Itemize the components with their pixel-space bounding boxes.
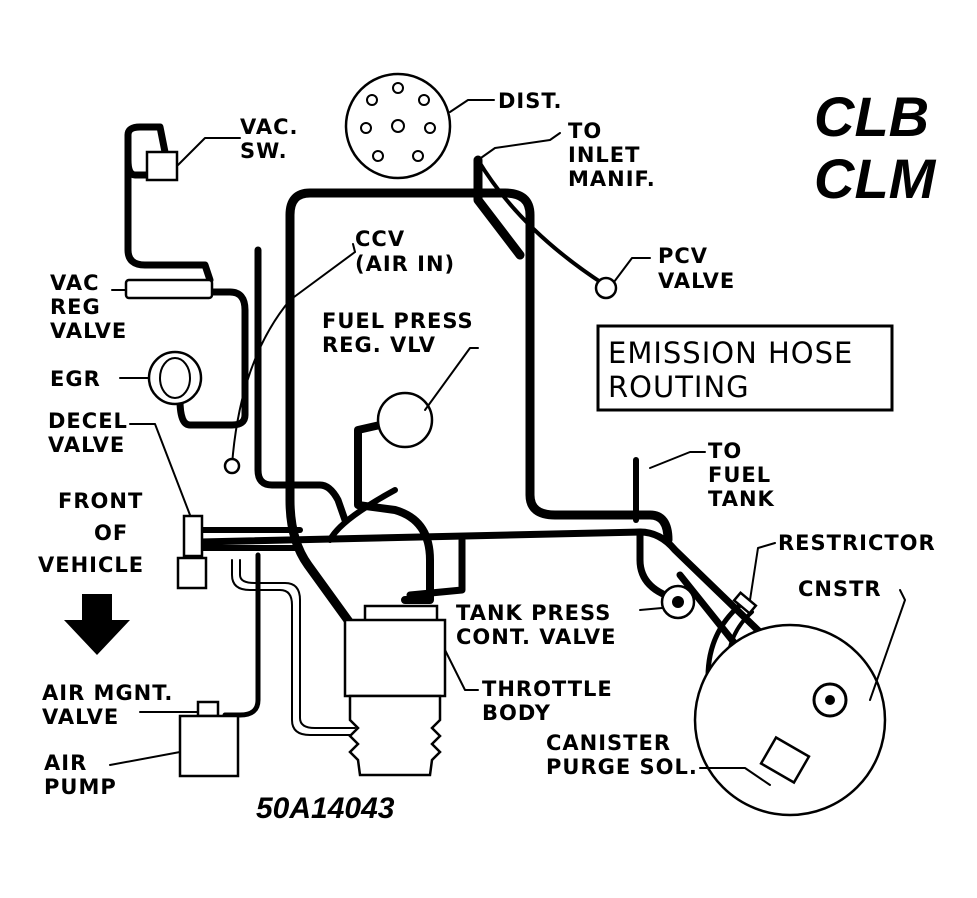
label-vac-reg-valve: VAC REG VALVE	[50, 271, 127, 343]
ccv-fitting	[223, 457, 241, 475]
fuel-press-reg-valve	[376, 391, 434, 449]
svg-text:CONT. VALVE: CONT. VALVE	[456, 625, 616, 649]
label-restrictor: RESTRICTOR	[778, 531, 936, 555]
svg-text:VAC: VAC	[50, 271, 100, 295]
svg-text:FUEL PRESS: FUEL PRESS	[322, 309, 474, 333]
label-egr: EGR	[50, 367, 101, 391]
title-line-2: ROUTING	[608, 370, 750, 404]
label-fuel-press-reg: FUEL PRESS REG. VLV	[322, 309, 474, 357]
pcv-valve	[594, 276, 618, 300]
label-front-of-vehicle: FRONT OF VEHICLE	[38, 489, 144, 577]
title-line-1: EMISSION HOSE	[608, 336, 853, 370]
label-air-mgnt-valve: AIR MGNT. VALVE	[42, 681, 173, 729]
leader-lines	[109, 99, 906, 786]
label-decel-valve: DECEL VALVE	[48, 409, 128, 457]
svg-text:PURGE SOL.: PURGE SOL.	[546, 755, 698, 779]
svg-text:SW.: SW.	[240, 139, 288, 163]
label-canister-purge-sol: CANISTER PURGE SOL.	[546, 731, 698, 779]
engine-code-clb: CLB	[814, 85, 929, 148]
svg-text:TO: TO	[568, 119, 602, 143]
svg-text:FUEL: FUEL	[708, 463, 771, 487]
decel-valve	[176, 514, 208, 590]
throttle-body	[343, 604, 447, 777]
vac-switch	[145, 150, 179, 182]
label-ccv: CCV (AIR IN)	[355, 227, 455, 276]
svg-text:VALVE: VALVE	[48, 433, 125, 457]
svg-text:REG: REG	[50, 295, 101, 319]
label-cnstr: CNSTR	[798, 577, 882, 601]
label-pcv-valve: PCV VALVE	[658, 244, 735, 293]
vac-reg-valve	[124, 278, 214, 300]
svg-text:VALVE: VALVE	[658, 269, 735, 293]
engine-code-clm: CLM	[814, 147, 937, 210]
svg-text:PCV: PCV	[658, 244, 708, 268]
svg-text:DECEL: DECEL	[48, 409, 128, 433]
figure-code: 50A14043	[256, 792, 395, 825]
title-box: EMISSION HOSE ROUTING	[596, 324, 894, 412]
svg-text:THROTTLE: THROTTLE	[482, 677, 613, 701]
svg-text:BODY: BODY	[482, 701, 551, 725]
svg-text:CANISTER: CANISTER	[546, 731, 671, 755]
label-dist: DIST.	[498, 89, 562, 113]
egr-valve	[147, 350, 203, 406]
charcoal-canister	[693, 623, 887, 817]
air-pump	[178, 714, 240, 778]
svg-text:PUMP: PUMP	[44, 775, 117, 799]
svg-text:INLET: INLET	[568, 143, 640, 167]
tank-press-cont-valve	[660, 584, 696, 620]
label-to-fuel-tank: TO FUEL TANK	[708, 439, 775, 511]
svg-text:VALVE: VALVE	[42, 705, 119, 729]
label-tank-press-cont-valve: TANK PRESS CONT. VALVE	[456, 601, 616, 649]
svg-text:CCV: CCV	[355, 227, 405, 251]
svg-text:VALVE: VALVE	[50, 319, 127, 343]
svg-text:VEHICLE: VEHICLE	[38, 553, 144, 577]
svg-text:MANIF.: MANIF.	[568, 167, 656, 191]
restrictor	[732, 590, 758, 616]
label-to-inlet-manif: TO INLET MANIF.	[568, 119, 656, 191]
svg-text:AIR MGNT.: AIR MGNT.	[42, 681, 173, 705]
svg-text:TO: TO	[708, 439, 742, 463]
svg-text:REG. VLV: REG. VLV	[322, 333, 436, 357]
label-air-pump: AIR PUMP	[44, 751, 117, 799]
svg-text:VAC.: VAC.	[240, 115, 298, 139]
svg-text:FRONT: FRONT	[58, 489, 143, 513]
distributor-cap-icon	[344, 72, 452, 180]
front-arrow-icon	[64, 594, 130, 655]
svg-text:AIR: AIR	[44, 751, 87, 775]
hose-network	[124, 123, 834, 763]
svg-text:TANK PRESS: TANK PRESS	[456, 601, 611, 625]
label-throttle-body: THROTTLE BODY	[482, 677, 613, 725]
air-mgnt-valve	[196, 700, 220, 718]
svg-text:TANK: TANK	[708, 487, 775, 511]
label-vac-sw: VAC. SW.	[240, 115, 298, 163]
svg-text:(AIR IN): (AIR IN)	[355, 252, 455, 276]
svg-text:OF: OF	[94, 521, 128, 545]
